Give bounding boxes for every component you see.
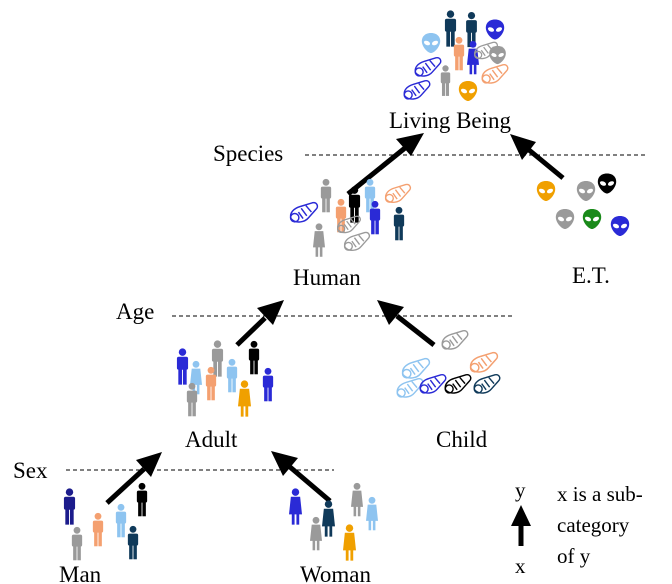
legend-y: y <box>515 478 526 502</box>
adult-icons <box>176 340 274 417</box>
arrow-woman-to-adult <box>271 451 332 503</box>
living-being-label: Living Being <box>389 108 512 133</box>
et-icons <box>536 173 630 236</box>
et-label: E.T. <box>572 263 610 288</box>
adult-label: Adult <box>185 427 238 452</box>
man-icons <box>63 482 148 561</box>
age-label: Age <box>116 299 155 324</box>
legend-x: x <box>515 554 526 578</box>
man-label: Man <box>59 562 102 584</box>
legend-line-3: of y <box>557 544 591 568</box>
arrow-adult-to-human <box>235 300 284 347</box>
arrow-human-to-living <box>346 133 424 196</box>
arrow-child-to-human <box>377 300 436 347</box>
woman-label: Woman <box>300 562 371 584</box>
species-label: Species <box>213 141 284 166</box>
arrow-legend <box>511 505 531 546</box>
arrow-man-to-adult <box>105 452 162 505</box>
legend-line-1: x is a sub- <box>557 482 643 506</box>
woman-icons <box>289 482 378 561</box>
sex-label: Sex <box>13 458 48 483</box>
legend-line-2: category <box>557 513 630 537</box>
human-label: Human <box>293 265 361 290</box>
child-label: Child <box>436 427 488 452</box>
arrow-et-to-living <box>510 134 565 180</box>
child-icons <box>396 329 501 398</box>
living-being-icons <box>403 10 509 101</box>
